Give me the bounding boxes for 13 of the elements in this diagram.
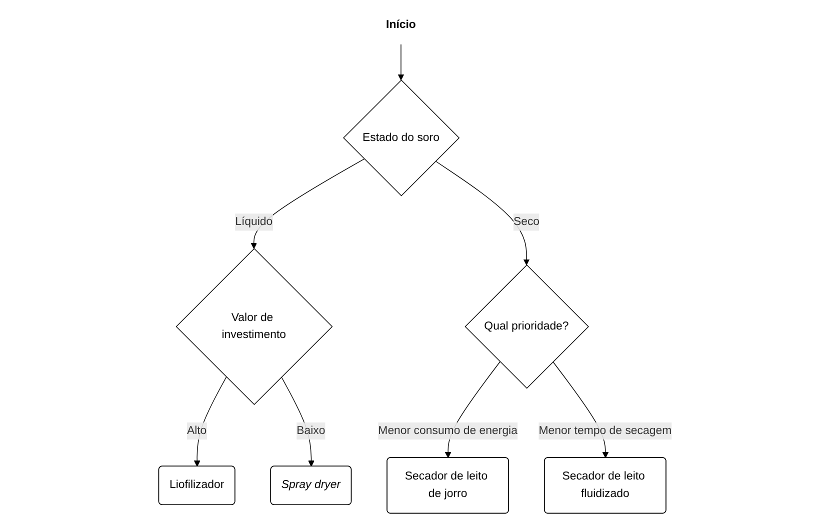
node-diamond: Qual prioridade? (464, 264, 589, 389)
node-diamond: Estado do soro (342, 80, 460, 196)
edge-label: Menor tempo de secagem (538, 424, 672, 437)
arrow (194, 376, 226, 467)
edge-label: Baixo (296, 424, 326, 437)
arrow (398, 44, 404, 80)
edge-label: Alto (186, 424, 206, 437)
node-diamond: Valor de investimento (176, 248, 333, 406)
edge-label: Menor consumo de energia (378, 424, 518, 437)
arrow (435, 160, 530, 266)
node-text: Início (386, 18, 416, 31)
edge-label: Líquido (234, 216, 272, 228)
edge-label: Seco (513, 216, 540, 228)
